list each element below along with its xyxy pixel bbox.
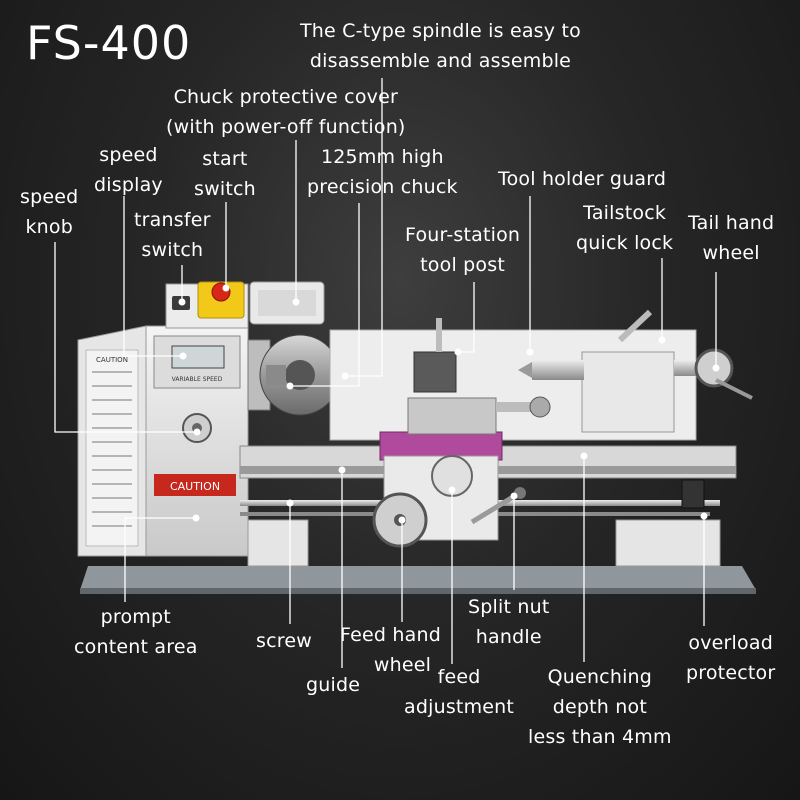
bed-leg-right xyxy=(615,519,721,567)
label-speed-knob: speed knob xyxy=(20,182,78,242)
chip-tray xyxy=(80,566,756,590)
side-caution-text: CAUTION xyxy=(96,356,128,364)
label-tool-post-line-1: Four-station xyxy=(405,224,521,246)
label-chuck-line-2: precision chuck xyxy=(307,176,458,198)
tail-hand-wheel[interactable] xyxy=(694,348,734,388)
label-start-switch: start switch xyxy=(194,144,256,204)
speed-knob-center xyxy=(192,423,202,433)
four-station-tool-post[interactable] xyxy=(413,351,457,393)
label-transfer-switch: transfer switch xyxy=(134,205,211,265)
label-overload-line-2: protector xyxy=(686,662,776,684)
label-split-nut: Split nut handle xyxy=(468,592,550,652)
feed-hand-wheel-hub xyxy=(394,514,406,526)
label-start-switch-line-2: switch xyxy=(194,178,256,200)
label-guide-line-1: guide xyxy=(306,674,361,696)
label-transfer-switch-line-2: switch xyxy=(141,239,204,261)
tool-post-handle[interactable] xyxy=(436,318,442,352)
label-quenching-line-3: less than 4mm xyxy=(528,726,672,748)
label-quenching: Quenching depth not less than 4mm xyxy=(528,662,672,752)
label-speed-knob-line-2: knob xyxy=(25,216,73,238)
label-tool-post-line-2: tool post xyxy=(420,254,506,276)
label-tailstock-lock-line-2: quick lock xyxy=(576,232,674,254)
label-guide: guide xyxy=(306,670,360,700)
bed-leg-left xyxy=(247,519,309,567)
label-screw-line-1: screw xyxy=(256,630,312,652)
label-prompt-area-line-2: content area xyxy=(74,636,198,658)
label-split-nut-line-1: Split nut xyxy=(468,596,550,618)
tailstock-quill xyxy=(532,360,584,380)
label-speed-knob-line-1: speed xyxy=(20,186,79,208)
label-prompt-area-line-1: prompt xyxy=(100,606,171,628)
label-chuck-cover: Chuck protective cover (with power-off f… xyxy=(166,82,406,142)
label-chuck-cover-line-2: (with power-off function) xyxy=(166,116,406,138)
label-chuck: 125mm high precision chuck xyxy=(307,142,458,202)
label-tail-hand-wheel: Tail hand wheel xyxy=(688,208,774,268)
speed-display-screen xyxy=(171,345,225,369)
tailstock-lock-lever[interactable] xyxy=(617,309,653,343)
label-tail-hand-wheel-line-2: wheel xyxy=(702,242,760,264)
label-quenching-line-1: Quenching xyxy=(547,666,653,688)
caution-banner xyxy=(154,474,236,496)
label-spindle-line-1: The C-type spindle is easy to xyxy=(300,20,581,42)
tailstock-body xyxy=(581,351,675,433)
cross-slide-wheel[interactable] xyxy=(529,396,551,418)
emergency-stop-button[interactable] xyxy=(211,282,231,302)
carriage-saddle xyxy=(379,431,503,461)
transfer-switch[interactable] xyxy=(172,296,190,310)
label-overload-line-1: overload xyxy=(688,632,773,654)
label-feed-adjustment-line-2: adjustment xyxy=(404,696,515,718)
tailstock-center xyxy=(518,362,532,378)
split-nut-handle[interactable] xyxy=(470,491,520,525)
label-overload: overload protector xyxy=(686,628,775,688)
label-spindle-line-2: disassemble and assemble xyxy=(309,50,572,72)
label-feed-hand-wheel-line-1: Feed hand xyxy=(340,624,441,646)
label-spindle: The C-type spindle is easy to disassembl… xyxy=(300,16,581,76)
label-speed-display: speed display xyxy=(94,140,163,200)
label-split-nut-line-2: handle xyxy=(475,626,542,648)
label-speed-display-line-2: display xyxy=(94,174,163,196)
label-quenching-line-2: depth not xyxy=(552,696,647,718)
label-tailstock-lock: Tailstock quick lock xyxy=(576,198,673,258)
feed-adjustment-dial[interactable] xyxy=(431,455,473,497)
cross-slide-shaft xyxy=(496,402,536,412)
label-chuck-cover-line-1: Chuck protective cover xyxy=(173,86,398,108)
label-tool-holder-guard: Tool holder guard xyxy=(498,164,666,194)
label-tailstock-lock-line-1: Tailstock xyxy=(583,202,667,224)
label-tail-hand-wheel-line-1: Tail hand xyxy=(688,212,775,234)
cross-slide xyxy=(407,397,497,435)
tail-hand-wheel-handle[interactable] xyxy=(715,378,753,400)
chuck-jaw xyxy=(266,365,286,385)
label-start-switch-line-1: start xyxy=(202,148,248,170)
label-speed-display-line-1: speed xyxy=(99,144,158,166)
chuck-cover-window xyxy=(258,290,316,316)
label-prompt-area: prompt content area xyxy=(74,602,198,662)
label-tool-post: Four-station tool post xyxy=(405,220,520,280)
label-screw: screw xyxy=(256,626,312,656)
model-title: FS-400 xyxy=(26,16,192,70)
chuck-center xyxy=(285,360,315,390)
caution-banner-text: CAUTION xyxy=(170,480,220,493)
tray-front xyxy=(80,588,756,594)
split-nut-knob xyxy=(514,487,526,499)
label-feed-adjustment: feed adjustment xyxy=(404,662,514,722)
label-feed-hand-wheel: Feed hand wheel xyxy=(340,620,441,680)
overload-protector[interactable] xyxy=(681,479,705,509)
label-transfer-switch-line-1: transfer xyxy=(134,209,211,231)
variable-speed-text: VARIABLE SPEED xyxy=(172,376,223,383)
label-feed-adjustment-line-1: feed xyxy=(437,666,481,688)
label-feed-hand-wheel-line-2: wheel xyxy=(373,654,432,676)
prompt-content-area xyxy=(85,349,139,547)
label-tool-holder-guard-line-1: Tool holder guard xyxy=(498,168,667,190)
label-chuck-line-1: 125mm high xyxy=(320,146,444,168)
